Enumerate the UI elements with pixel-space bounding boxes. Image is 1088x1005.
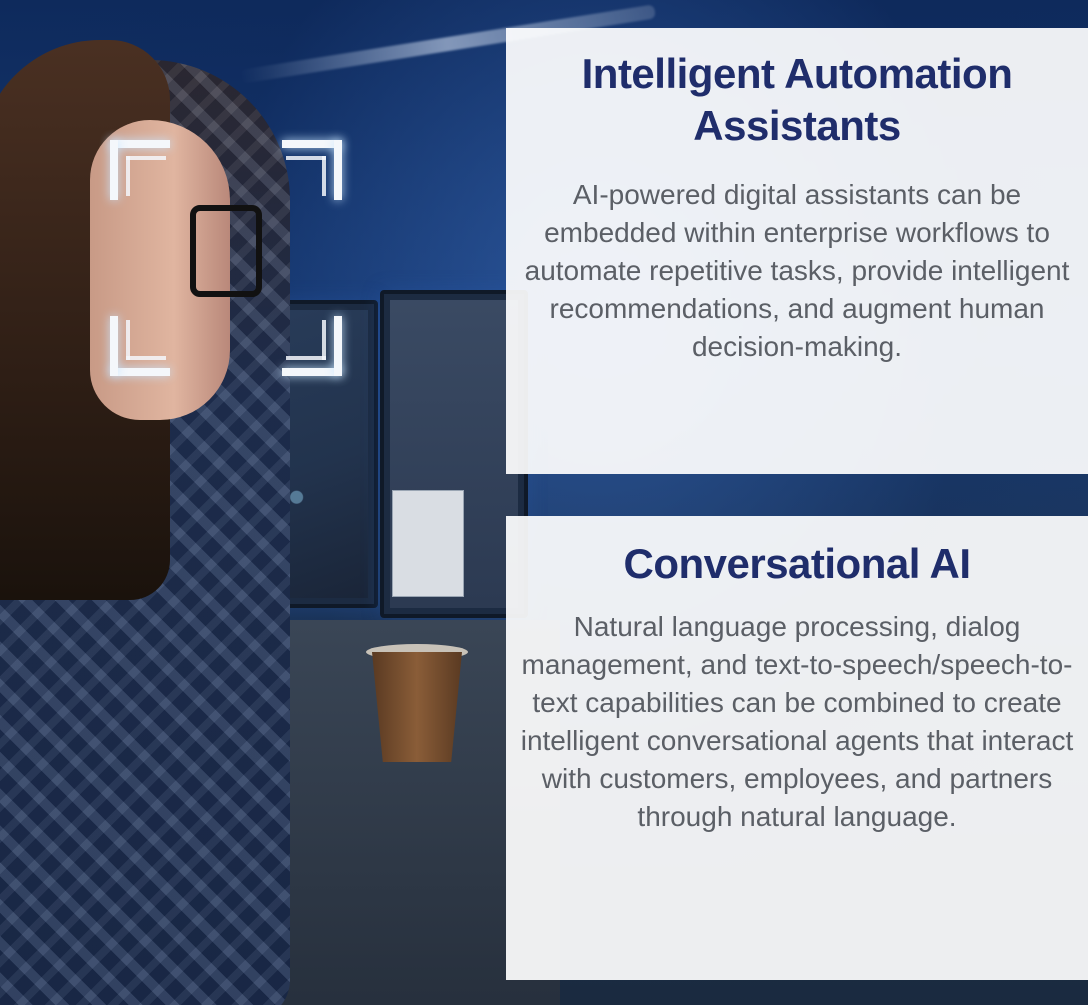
card-body: Natural language processing, dialog mana… <box>520 611 1074 832</box>
glasses <box>190 205 262 297</box>
document-on-screen <box>392 490 464 597</box>
coffee-cup <box>372 652 462 762</box>
scan-corner-bottom-left-icon <box>110 316 170 376</box>
scan-corner-bottom-right-icon <box>282 316 342 376</box>
card-title: Conversational AI <box>623 540 971 587</box>
automation-assistants-card: Intelligent Automation Assistants AI-pow… <box>506 28 1088 474</box>
card-title: Intelligent Automation Assistants <box>581 50 1013 149</box>
scan-corner-top-right-icon <box>282 140 342 200</box>
conversational-ai-card: Conversational AI Natural language proce… <box>506 516 1088 980</box>
card-body: AI-powered digital assistants can be emb… <box>524 179 1070 362</box>
scan-corner-top-left-icon <box>110 140 170 200</box>
